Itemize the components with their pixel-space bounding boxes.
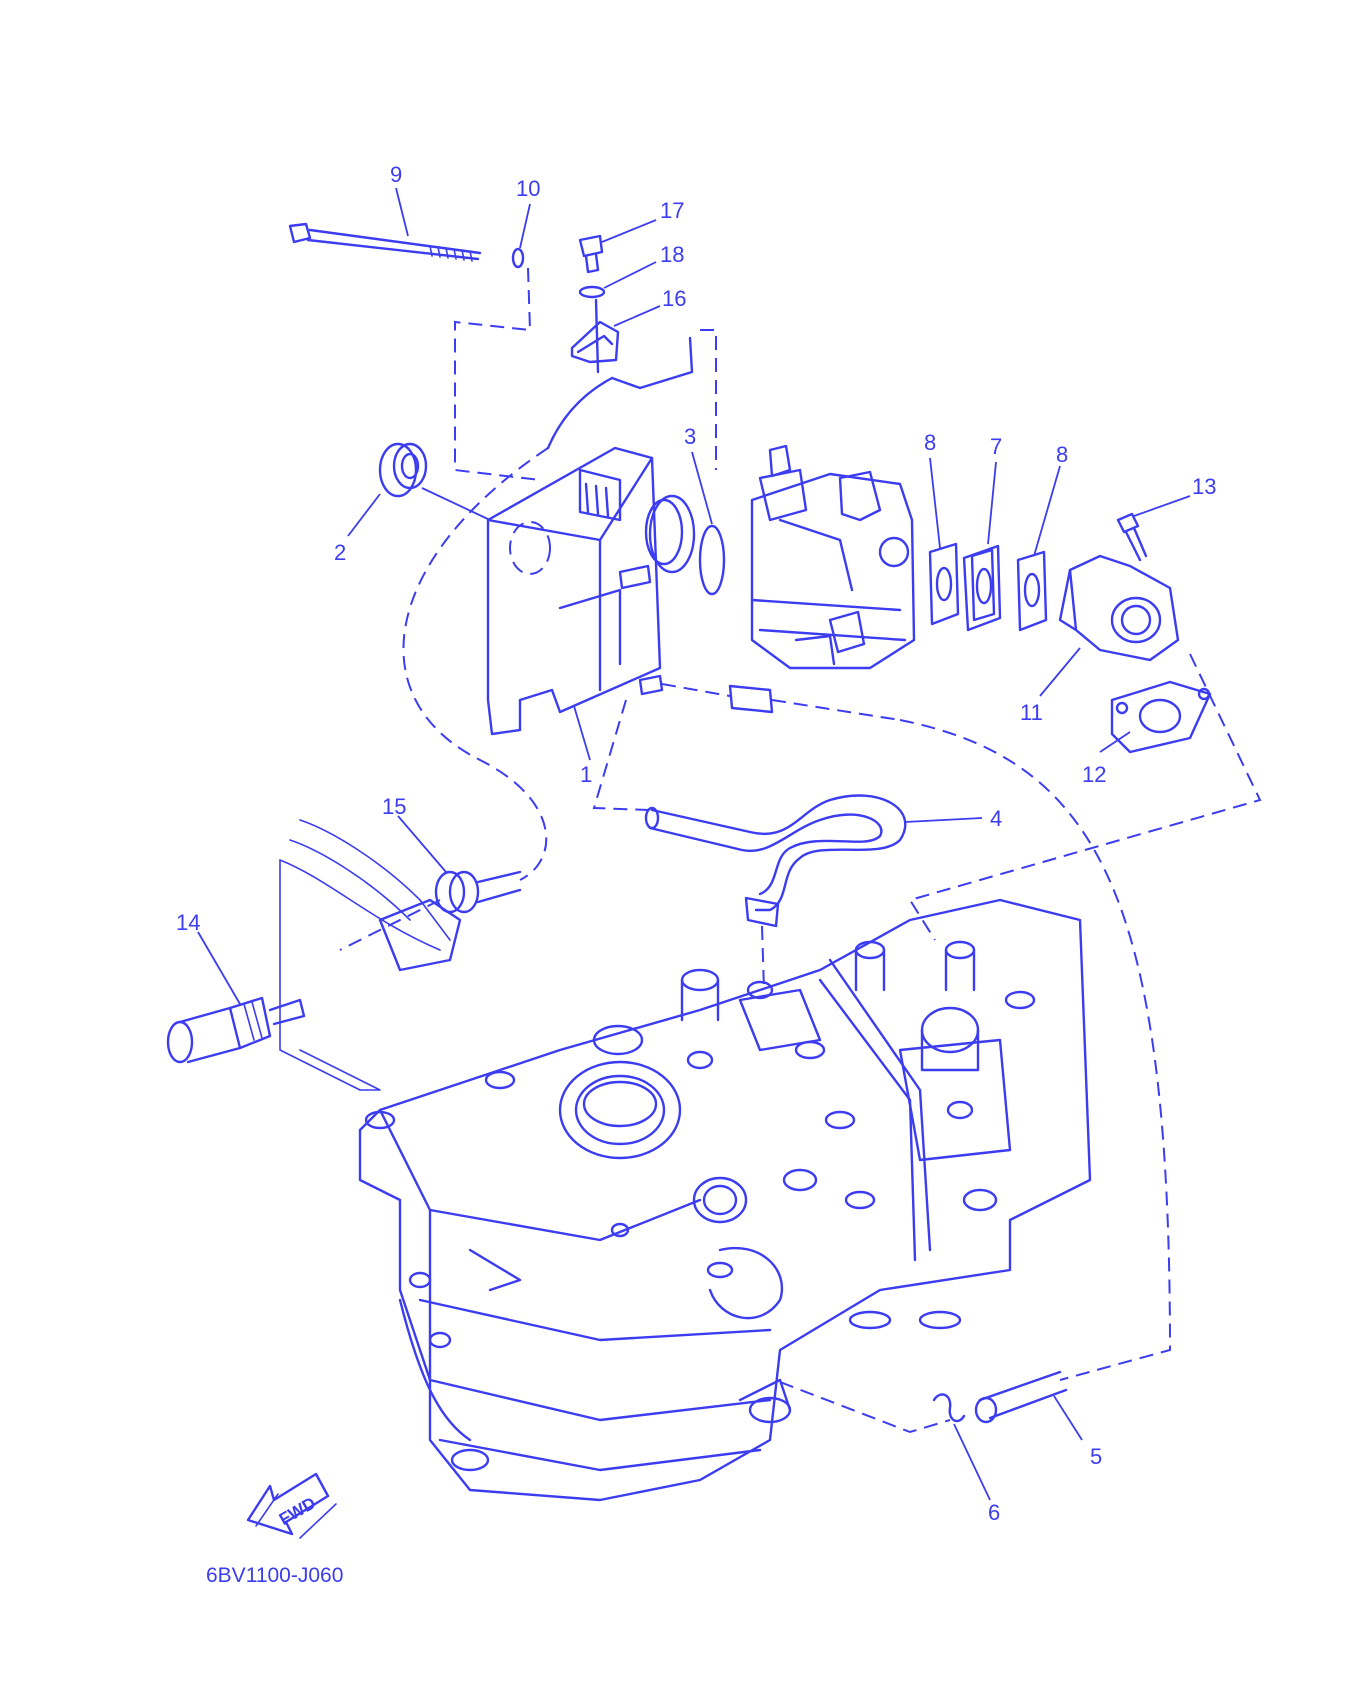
part-8-gasket-second	[1016, 550, 1048, 632]
diagram-code: 6BV1100-J060	[206, 1564, 343, 1587]
part-10-washer	[511, 247, 525, 269]
callout-5: 5	[1090, 1444, 1102, 1469]
part-1-intake-silencer	[486, 446, 696, 736]
callout-15: 15	[382, 794, 406, 819]
part-15-grommet	[434, 870, 522, 914]
bottom-cowling-outline	[279, 819, 462, 1091]
callout-3: 3	[684, 424, 696, 449]
part-8-gasket	[928, 542, 960, 626]
callout-17: 17	[660, 198, 684, 223]
leader-lines	[197, 187, 1191, 1501]
callout-9: 9	[390, 162, 402, 187]
callout-8b: 8	[1056, 442, 1068, 467]
callout-1: 1	[580, 762, 592, 787]
fwd-arrow-icon: FWD	[246, 1472, 337, 1539]
part-7-insulator	[962, 544, 1002, 632]
part-14-choke-knob	[166, 996, 306, 1064]
part-5-hose	[974, 1370, 1068, 1424]
callout-12: 12	[1082, 762, 1106, 787]
part-18-washer	[578, 285, 606, 299]
callout-14: 14	[176, 910, 200, 935]
callout-8a: 8	[924, 430, 936, 455]
callout-2: 2	[334, 540, 346, 565]
callout-16: 16	[662, 286, 686, 311]
carburetor	[750, 444, 916, 670]
callout-13: 13	[1192, 474, 1216, 499]
part-16-clamp	[570, 298, 620, 374]
part-9-bolt	[288, 222, 482, 262]
part-6-clip	[932, 1393, 966, 1423]
callout-4: 4	[990, 806, 1002, 831]
part-4-breather-hose	[644, 794, 907, 928]
fwd-label: FWD	[276, 1493, 319, 1529]
part-2-grommet	[378, 442, 428, 498]
callout-7: 7	[990, 434, 1002, 459]
part-13-bolt	[1116, 512, 1148, 562]
engine-block	[358, 898, 1092, 1502]
part-3-o-ring	[698, 524, 726, 596]
callout-18: 18	[660, 242, 684, 267]
callout-10: 10	[516, 176, 540, 201]
part-17-screw	[578, 234, 604, 274]
part-11-intake-manifold	[1058, 554, 1180, 662]
part-12-gasket	[1110, 680, 1212, 754]
callout-6: 6	[988, 1500, 1000, 1525]
callout-numbers: 1 2 3 4 5 6 7 8 8 9 10 11 12 13 14 15 16…	[176, 162, 1216, 1525]
callout-11: 11	[1020, 700, 1043, 725]
